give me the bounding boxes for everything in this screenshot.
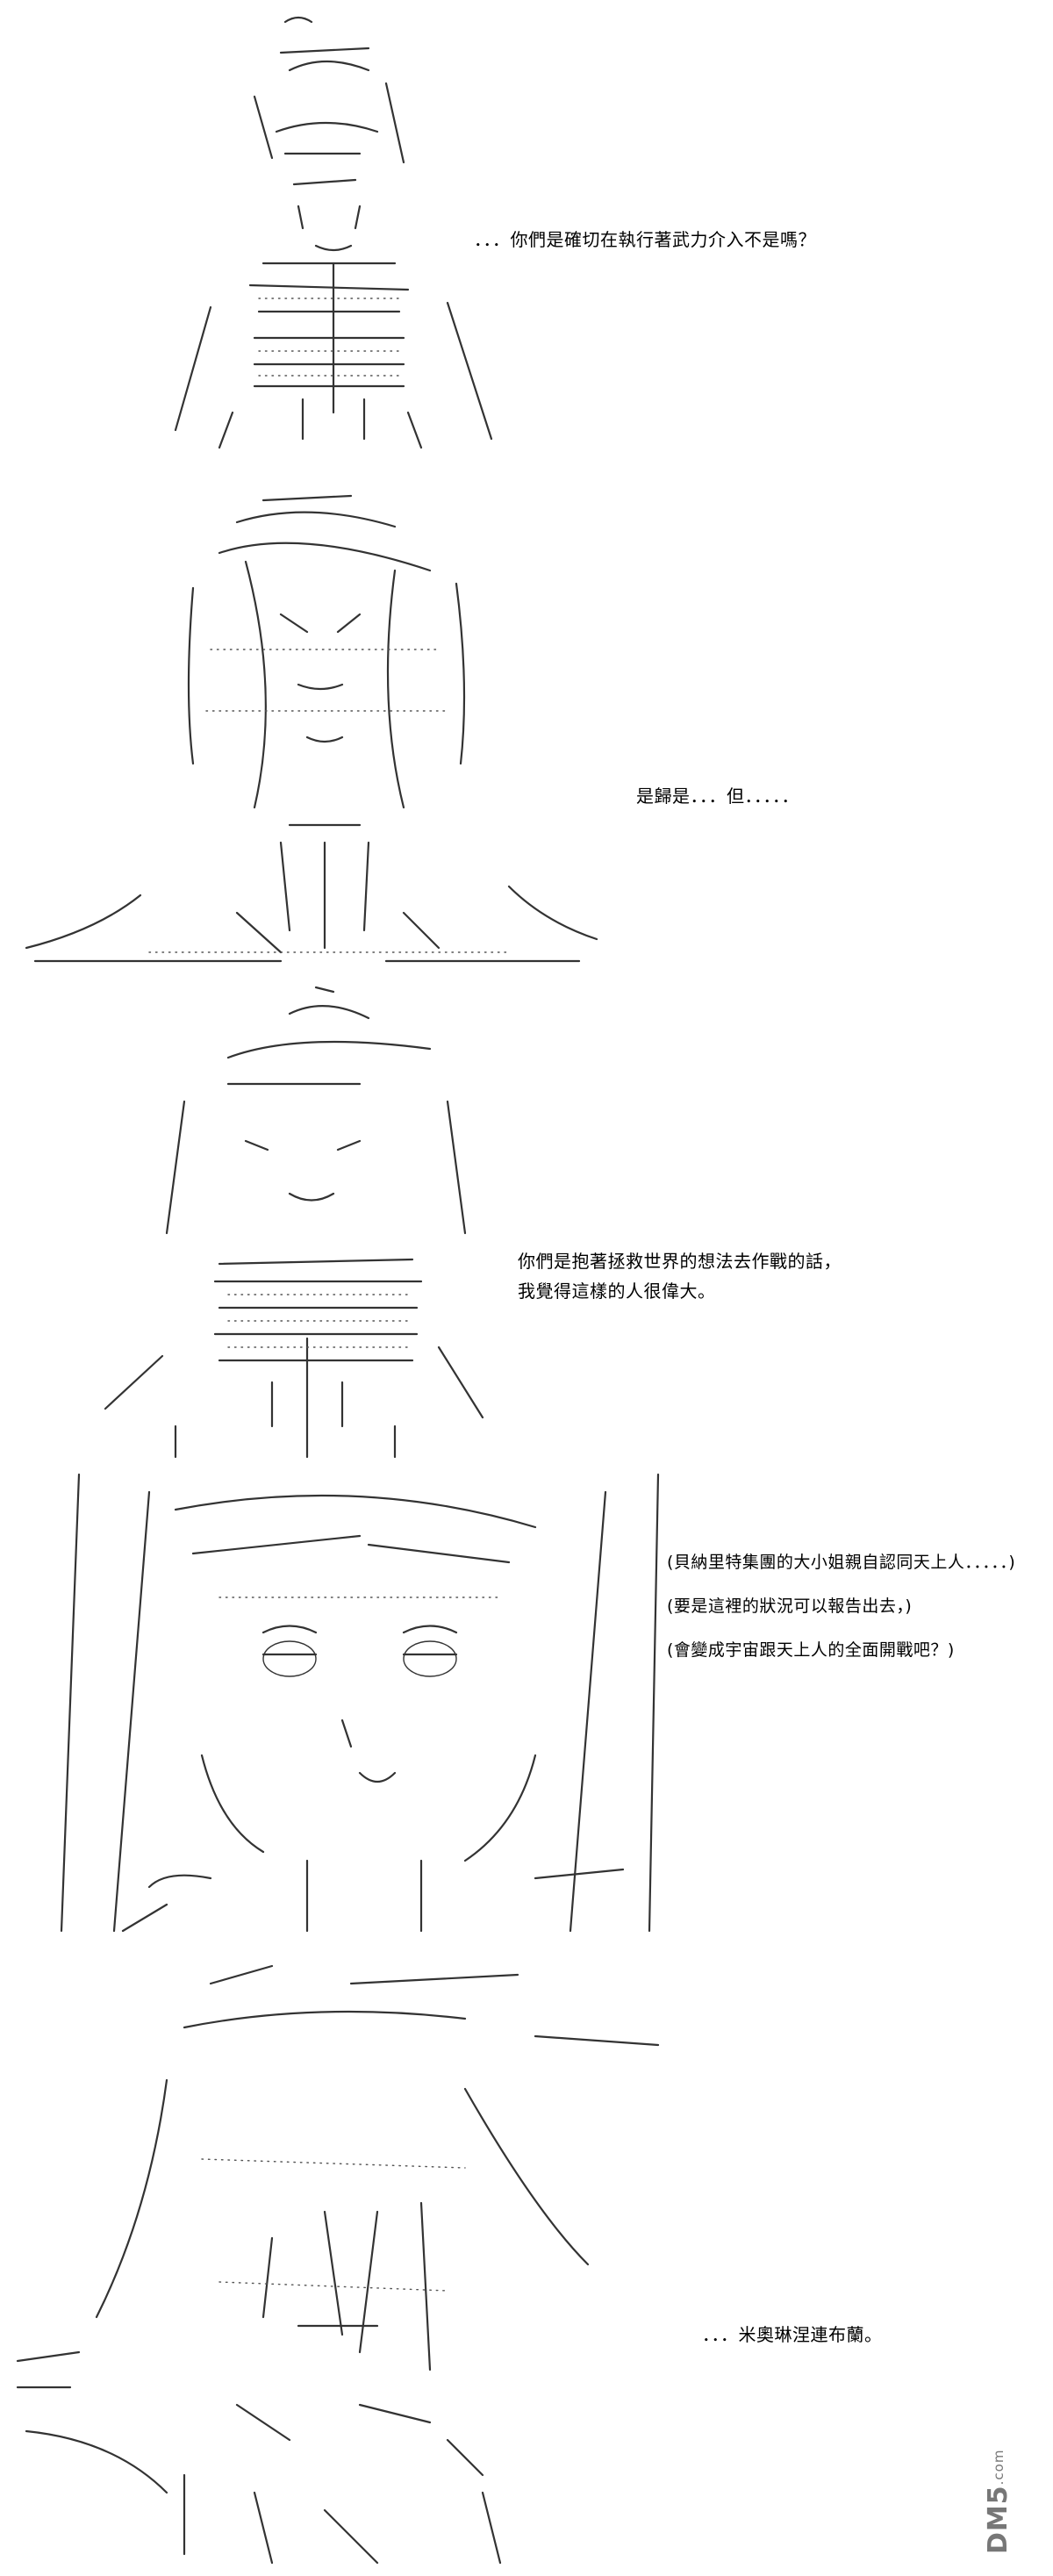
- dialogue-line: ．．．你們是確切在執行著武力介入不是嗎？: [474, 225, 816, 255]
- ascii-art-character-uniform: [174, 16, 493, 449]
- panel-5: ．．．米奧琳涅連布蘭。: [0, 1948, 1053, 2576]
- dialogue-text: 你們是抱著拯救世界的想法去作戰的話，: [518, 1251, 842, 1272]
- dialogue-text: ．．．你們是確切在執行著武力介入不是嗎？: [474, 229, 816, 250]
- dialogue-text: 是歸是．．．但．．．．．: [636, 786, 799, 807]
- panel-1: ．．．你們是確切在執行著武力介入不是嗎？: [0, 0, 1053, 474]
- dialogue-line: 是歸是．．．但．．．．．: [636, 781, 799, 811]
- watermark-domain: .com: [991, 2449, 1006, 2486]
- watermark-brand: DM5: [983, 2485, 1014, 2554]
- dialogue-text: (要是這裡的狀況可以報告出去，): [667, 1597, 913, 1616]
- dialogue-line: ．．．米奧琳涅連布蘭。: [702, 2320, 883, 2350]
- ascii-art-character-close-up: [60, 1473, 660, 1933]
- dialogue-block: 你們是抱著拯救世界的想法去作戰的話， 我覺得這樣的人很偉大。: [518, 1246, 842, 1306]
- dialogue-text: ．．．米奧琳涅連布蘭。: [702, 2324, 883, 2345]
- ascii-art-character-lowered-head: [16, 1964, 660, 2565]
- dialogue-text: 我覺得這樣的人很偉大。: [518, 1281, 716, 1302]
- panel-2: 是歸是．．．但．．．．．: [0, 474, 1053, 970]
- panel-3: 你們是抱著拯救世界的想法去作戰的話， 我覺得這樣的人很偉大。: [0, 970, 1053, 1459]
- ascii-art-character-uniform-smiling: [104, 986, 484, 1459]
- ascii-art-character-long-hair: [25, 494, 598, 963]
- panel-4: (貝納里特集團的大小姐親自認同天上人．．．．．) (要是這裡的狀況可以報告出去，…: [0, 1457, 1053, 1948]
- dialogue-text: (會變成宇宙跟天上人的全面開戰吧？): [667, 1640, 955, 1660]
- dialogue-text: (貝納里特集團的大小姐親自認同天上人．．．．．): [667, 1553, 1016, 1572]
- watermark-logo: DM5.com: [983, 2431, 1035, 2554]
- dialogue-block: (貝納里特集團的大小姐親自認同天上人．．．．．) (要是這裡的狀況可以報告出去，…: [667, 1540, 1015, 1672]
